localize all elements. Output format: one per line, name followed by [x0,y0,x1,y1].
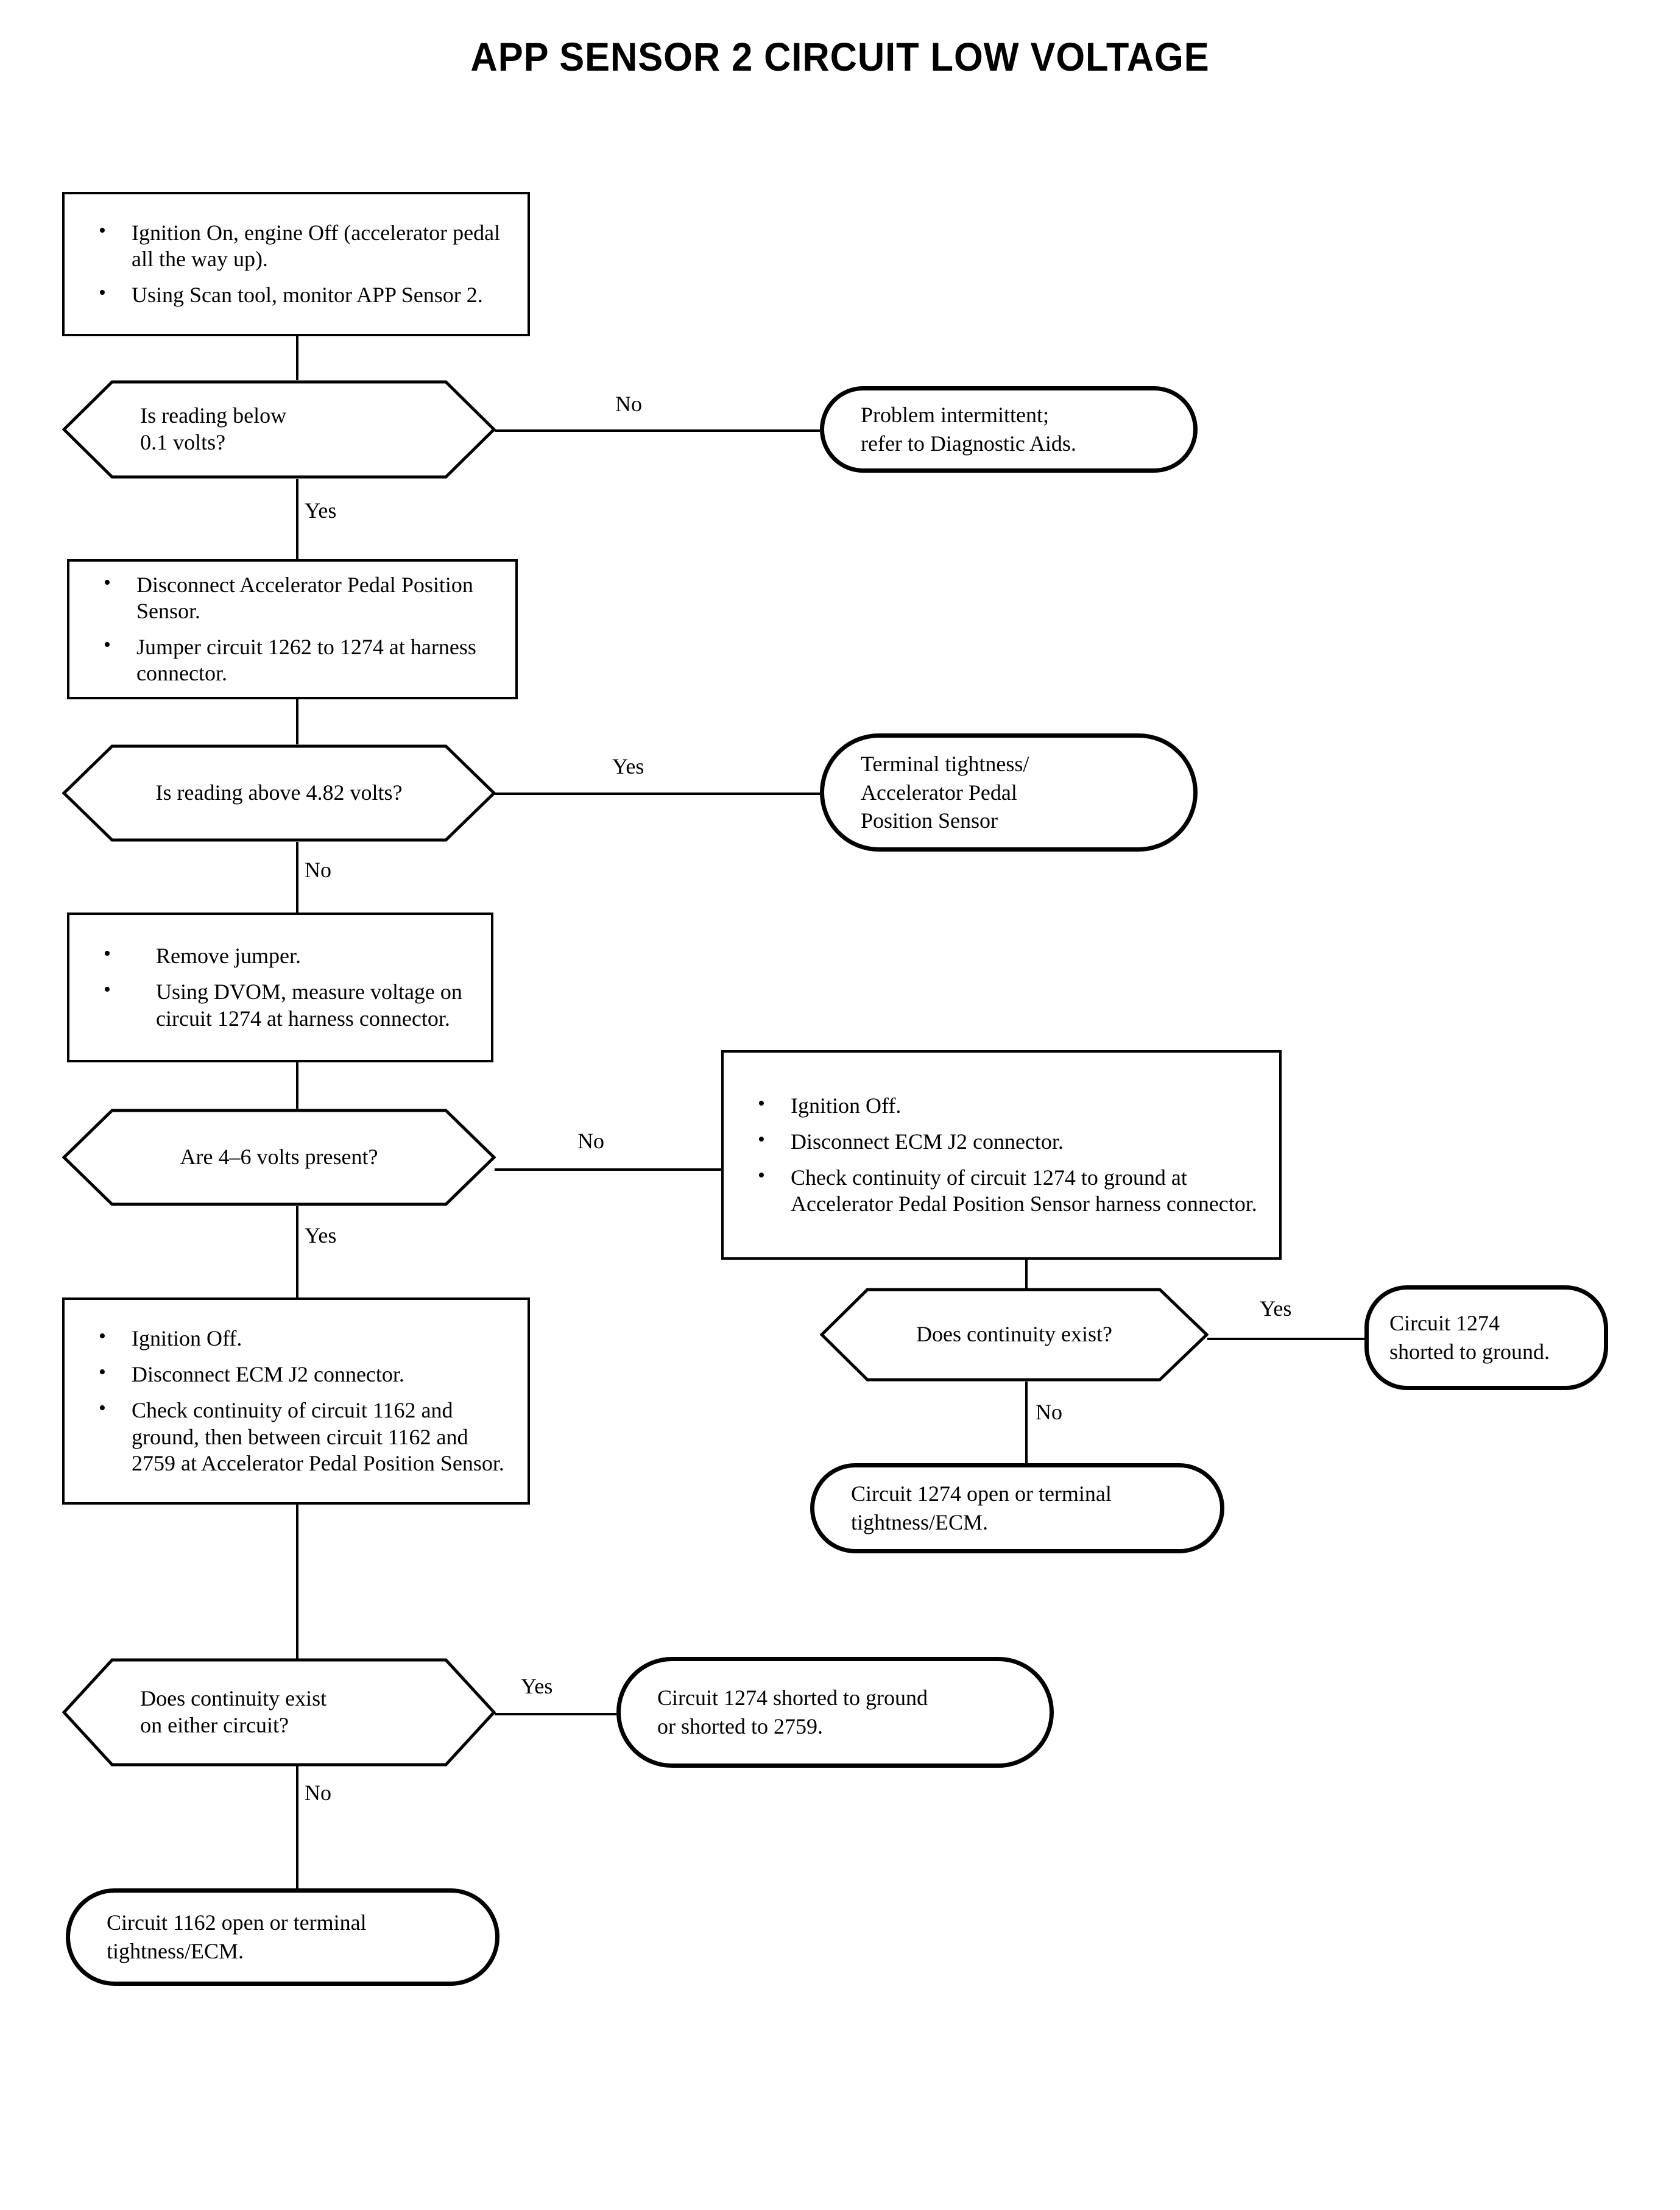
connector-step1-decision1 [296,336,298,380]
connector-decision2-result2 [495,793,820,795]
page-title: APP SENSOR 2 CIRCUIT LOW VOLTAGE [470,34,1210,79]
process-box-step4: Ignition Off. Disconnect ECM J2 connecto… [721,1050,1282,1260]
terminator-label: Problem intermittent; refer to Diagnosti… [861,403,1076,456]
bullet-item: Ignition On, engine Off (accelerator ped… [99,219,513,272]
process-box-step5: Ignition Off. Disconnect ECM J2 connecto… [62,1297,530,1505]
bullet-item: Check continuity of circuit 1162 and gro… [99,1396,513,1477]
terminator-label: Circuit 1162 open or terminal tightness/… [107,1910,367,1963]
decision-label: Are 4–6 volts present? [180,1145,378,1170]
bullet-item: Remove jumper. [104,942,476,969]
connector-decision1-step2 [296,479,298,559]
edge-label-decision3-yes: Yes [305,1223,337,1248]
hexagon-shape [62,1109,496,1206]
edge-label-decision5-no: No [305,1781,331,1805]
edge-label-decision3-no: No [577,1129,604,1153]
connector-decision4-result3 [1207,1338,1364,1340]
terminator-label: Circuit 1274 open or terminal tightness/… [851,1481,1112,1534]
connector-step2-decision2 [296,699,298,744]
hexagon-shape [62,380,496,479]
terminator-circuit-1162-open: Circuit 1162 open or terminal tightness/… [66,1888,499,1986]
connector-decision3-step5 [296,1206,298,1297]
edge-label-decision1-yes: Yes [305,498,337,523]
terminator-label: Circuit 1274 shorted to ground or shorte… [657,1686,928,1739]
hexagon-shape [62,744,496,842]
process-box-step3: Remove jumper. Using DVOM, measure volta… [67,913,493,1062]
decision-are-4-6-volts-present: Are 4–6 volts present? [62,1109,496,1206]
bullet-item: Disconnect ECM J2 connector. [758,1128,1265,1155]
edge-label-decision2-yes: Yes [612,754,644,778]
edge-label-decision5-yes: Yes [521,1674,553,1698]
connector-decision1-result1 [495,429,820,432]
decision-label: Does continuity exist? [916,1322,1112,1347]
bullet-item: Disconnect ECM J2 connector. [99,1360,513,1388]
hexagon-shape [820,1288,1209,1382]
connector-step5-decision5 [296,1505,298,1681]
decision-does-continuity-exist-either-circuit: Does continuity exist on either circuit? [62,1658,496,1767]
connector-decision4-result4 [1025,1382,1028,1463]
process-box-step2: Disconnect Accelerator Pedal Position Se… [67,559,518,699]
connector-decision5-result5 [495,1713,616,1715]
terminator-circuit-1274-shorted-ground-or-2759: Circuit 1274 shorted to ground or shorte… [616,1657,1054,1768]
terminator-label: Circuit 1274 shorted to ground. [1389,1311,1550,1364]
bullet-item: Using Scan tool, monitor APP Sensor 2. [99,281,513,308]
terminator-circuit-1274-shorted-to-ground: Circuit 1274 shorted to ground. [1364,1285,1608,1390]
edge-label-decision4-no: No [1036,1400,1062,1424]
connector-step3-decision3 [296,1062,298,1109]
edge-label-decision4-yes: Yes [1260,1296,1292,1321]
decision-label: Is reading above 4.82 volts? [155,780,403,805]
decision-is-reading-above-4-82-volts: Is reading above 4.82 volts? [62,744,496,842]
terminator-problem-intermittent: Problem intermittent; refer to Diagnosti… [820,386,1198,473]
bullet-item: Ignition Off. [758,1092,1265,1119]
terminator-terminal-tightness-apps: Terminal tightness/ Accelerator Pedal Po… [820,733,1198,852]
decision-is-reading-below-0-1-volts: Is reading below 0.1 volts? [62,380,496,479]
bullet-item: Check continuity of circuit 1274 to grou… [758,1163,1265,1217]
connector-decision3-step4 [495,1168,721,1171]
bullet-item: Disconnect Accelerator Pedal Position Se… [104,571,501,624]
bullet-item: Ignition Off. [99,1324,513,1352]
terminator-circuit-1274-open: Circuit 1274 open or terminal tightness/… [810,1463,1224,1553]
edge-label-decision2-no: No [305,858,331,882]
connector-decision5-result6 [296,1760,298,1888]
process-box-step1: Ignition On, engine Off (accelerator ped… [62,192,530,336]
bullet-item: Jumper circuit 1262 to 1274 at harness c… [104,633,501,687]
decision-does-continuity-exist: Does continuity exist? [820,1288,1209,1382]
connector-decision2-step3 [296,842,298,913]
edge-label-decision1-no: No [615,392,642,416]
decision-label: Is reading below 0.1 volts? [140,403,287,454]
decision-label: Does continuity exist on either circuit? [140,1686,327,1737]
bullet-item: Using DVOM, measure voltage on circuit 1… [104,978,476,1031]
hexagon-shape [62,1658,496,1767]
terminator-label: Terminal tightness/ Accelerator Pedal Po… [861,751,1029,833]
